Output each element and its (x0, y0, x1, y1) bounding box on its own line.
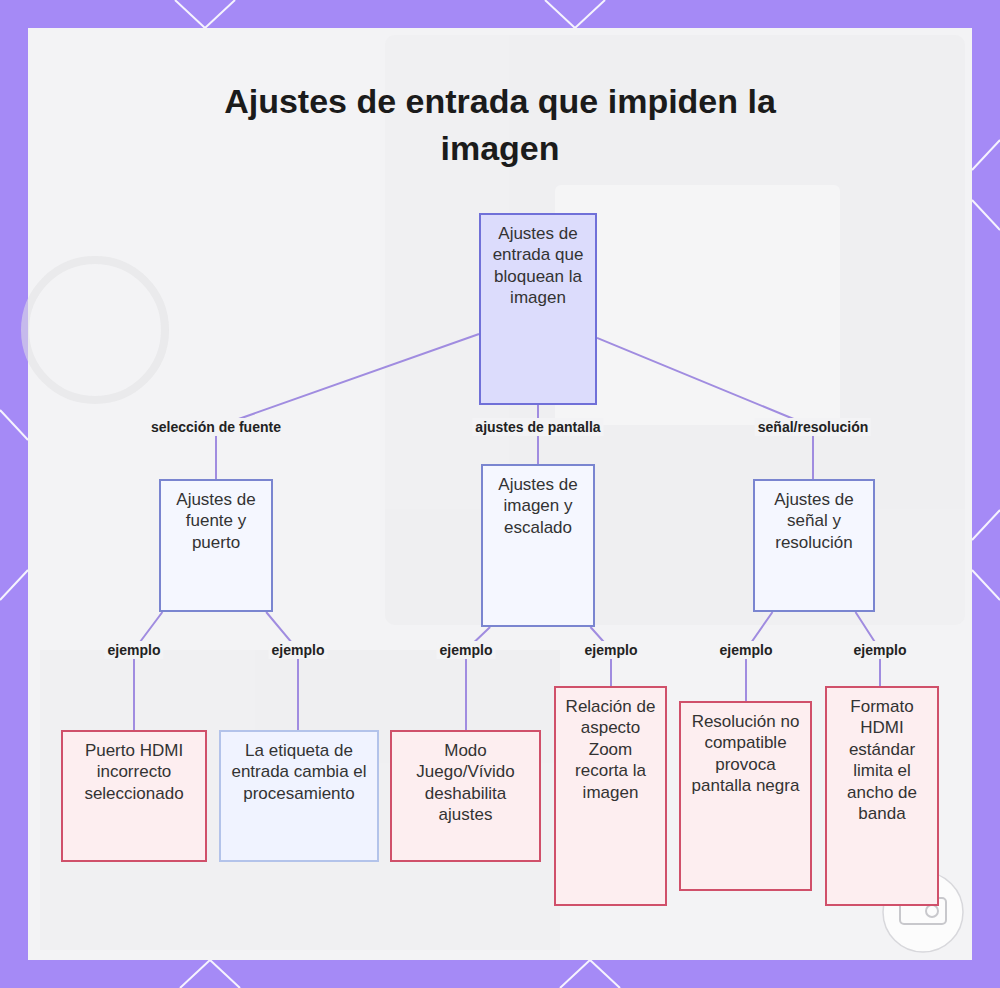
category-box: Ajustes de fuente y puerto (159, 479, 273, 612)
node-text: Modo Juego/Vívido deshabilita ajustes (400, 740, 531, 826)
edge-label: ejemplo (851, 641, 910, 659)
root-box: Ajustes de entrada que bloquean la image… (479, 213, 597, 405)
connector (597, 338, 813, 479)
edge-label: selección de fuente (148, 418, 284, 436)
edge-label: ajustes de pantalla (472, 418, 603, 436)
example-box: La etiqueta de entrada cambia el procesa… (219, 730, 379, 862)
panel (28, 28, 972, 960)
connector (266, 612, 298, 730)
edge-label: ejemplo (105, 641, 164, 659)
node-text: Ajustes de imagen y escalado (491, 474, 585, 538)
diagram-title: Ajustes de entrada que impiden la imagen (170, 78, 830, 172)
example-box: Modo Juego/Vívido deshabilita ajustes (390, 730, 541, 862)
node-text: Relación de aspecto Zoom recorta la imag… (564, 696, 657, 803)
example-box: Puerto HDMI incorrecto seleccionado (61, 730, 207, 862)
node-text: Ajustes de señal y resolución (763, 489, 865, 553)
node-text: Ajustes de entrada que bloquean la image… (489, 223, 587, 309)
connector (134, 612, 162, 730)
edge-label: ejemplo (582, 641, 641, 659)
edge-label: señal/resolución (755, 418, 871, 436)
node-text: Formato HDMI estándar limita el ancho de… (835, 696, 929, 824)
category-box: Ajustes de señal y resolución (753, 479, 875, 612)
example-box: Relación de aspecto Zoom recorta la imag… (554, 686, 667, 906)
connector (216, 334, 479, 479)
node-text: Ajustes de fuente y puerto (169, 489, 263, 553)
node-text: La etiqueta de entrada cambia el procesa… (229, 740, 369, 804)
edge-label: ejemplo (269, 641, 328, 659)
edge-label: ejemplo (717, 641, 776, 659)
edge-label: ejemplo (437, 641, 496, 659)
category-box: Ajustes de imagen y escalado (481, 464, 595, 627)
example-box: Resolución no compatible provoca pantall… (679, 701, 812, 891)
node-text: Resolución no compatible provoca pantall… (689, 711, 802, 797)
blurred-photo (25, 35, 965, 950)
node-text: Puerto HDMI incorrecto seleccionado (71, 740, 197, 804)
example-box: Formato HDMI estándar limita el ancho de… (825, 686, 939, 906)
